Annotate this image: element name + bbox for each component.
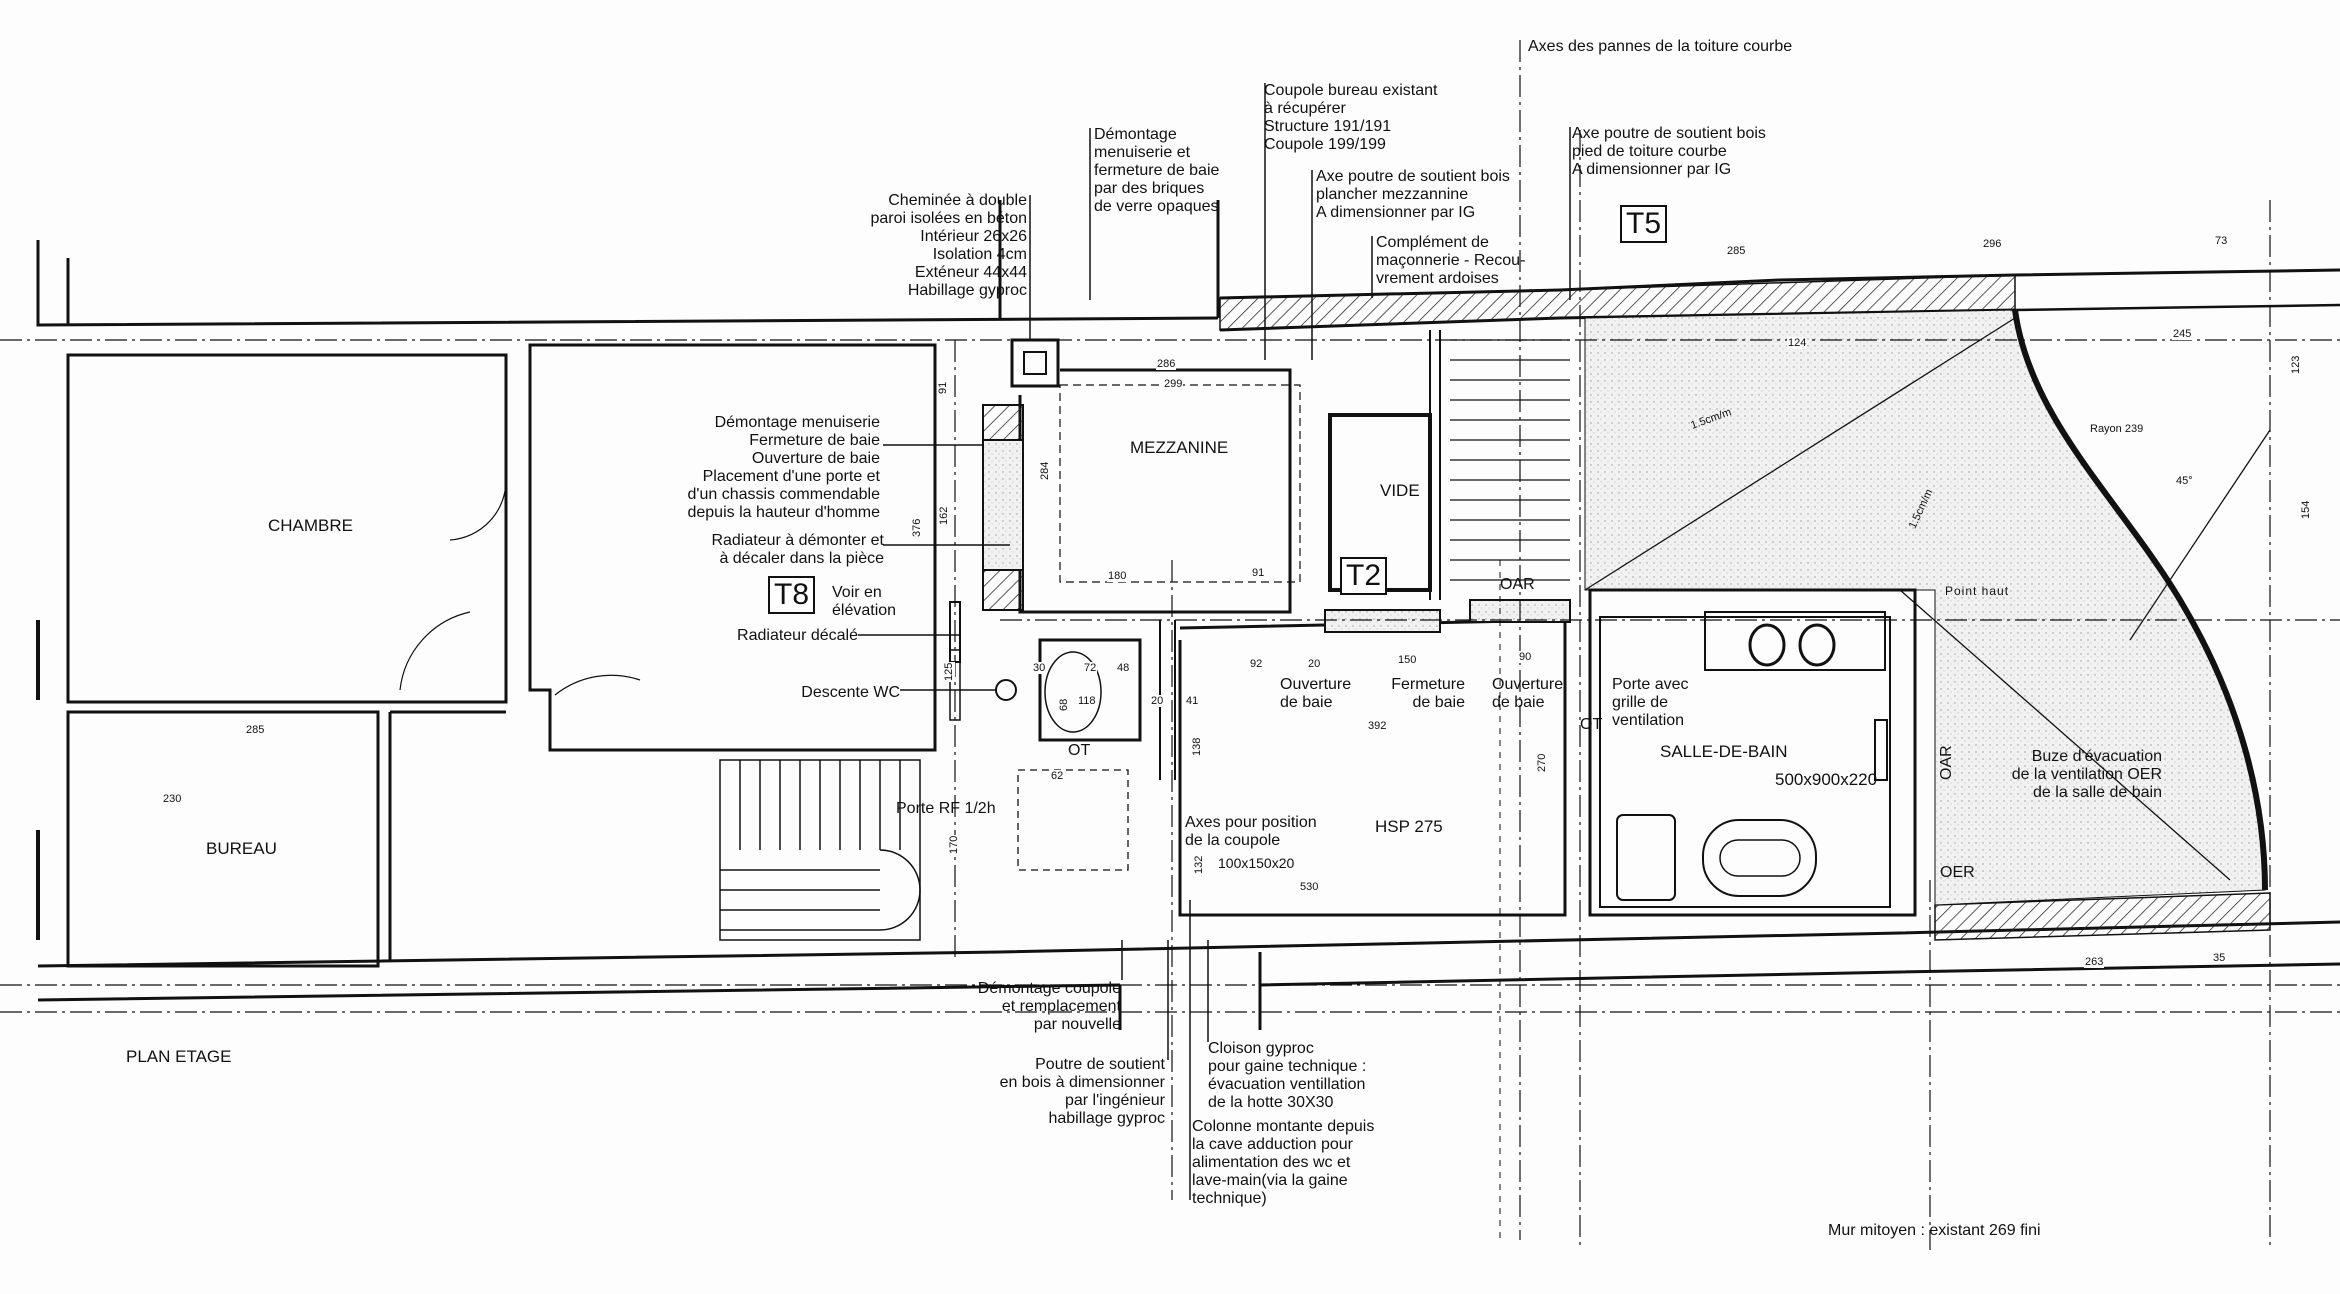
- bureau-walls: [66, 710, 380, 968]
- dim: 91: [937, 380, 949, 395]
- dim: 286: [1156, 358, 1177, 370]
- room-label-mezzanine: MEZZANINE: [1130, 438, 1229, 457]
- note-axes-coupole: Axes pour position de la coupole: [1185, 814, 1317, 849]
- tag-t8: T8: [768, 576, 816, 614]
- note-axe-poutre-mezz: Axe poutre de soutient bois plancher mez…: [1316, 168, 1510, 221]
- note-axe-poutre-pied: Axe poutre de soutient bois pied de toit…: [1572, 125, 1766, 178]
- note-rayon: Rayon 239: [2090, 423, 2144, 435]
- bureau-height: 230: [162, 793, 183, 805]
- note-fermeture-baie: Fermeture de baie: [1391, 676, 1465, 711]
- plan-title: PLAN ETAGE: [126, 1047, 232, 1066]
- dim: 92: [1249, 658, 1264, 670]
- note-descente-wc: Descente WC: [801, 684, 900, 701]
- shower-tray: [1616, 814, 1676, 901]
- room-label-hsp: HSP 275: [1375, 817, 1443, 836]
- note-cloison-gyproc: Cloison gyproc pour gaine technique : év…: [1208, 1040, 1367, 1111]
- note-oar-side: OAR: [1938, 745, 1955, 780]
- note-colonne-montante: Colonne montante depuis la cave adductio…: [1192, 1118, 1375, 1207]
- staircase: [719, 759, 921, 941]
- dim: 162: [938, 505, 950, 526]
- note-angle: 45°: [2176, 475, 2193, 487]
- note-porte-grille: Porte avec grille de ventilation: [1612, 676, 1689, 729]
- bathtub: [1702, 819, 1817, 897]
- note-demontage-menuiserie: Démontage menuiserie Fermeture de baie O…: [687, 414, 880, 521]
- bureau-width: 285: [245, 724, 266, 736]
- note-radiateur-demonter: Radiateur à démonter et à décaler dans l…: [711, 532, 884, 567]
- dim: 73: [2214, 235, 2229, 247]
- leader-lines: [858, 83, 1571, 1200]
- dim: 124: [1787, 337, 1808, 349]
- dim: 90: [1518, 651, 1533, 663]
- dim: 132: [1193, 854, 1205, 875]
- note-ot-2: OT: [1580, 716, 1603, 733]
- dim: 125: [943, 661, 955, 682]
- dim: 138: [1191, 736, 1203, 757]
- note-radiateur-decale: Radiateur décalé: [737, 627, 858, 644]
- dim: 35: [2212, 952, 2227, 964]
- dim: 263: [2084, 956, 2105, 968]
- dim: 285: [1726, 245, 1747, 257]
- dim: 245: [2172, 328, 2193, 340]
- room-label-chambre: CHAMBRE: [268, 516, 354, 535]
- dim: 150: [1397, 654, 1418, 666]
- note-mur-mitoyen: Mur mitoyen : existant 269 fini: [1828, 1222, 2041, 1239]
- room-label-salle-de-bain: SALLE-DE-BAIN: [1660, 742, 1788, 761]
- dim: 154: [2300, 499, 2312, 520]
- note-oar-top: OAR: [1500, 576, 1535, 593]
- coupole-size: 100x150x20: [1218, 855, 1295, 871]
- dim: 68: [1058, 697, 1070, 712]
- dim: 20: [1307, 658, 1322, 670]
- note-ouverture-baie-2: Ouverture de baie: [1492, 676, 1564, 711]
- double-sink: [1704, 611, 1886, 671]
- dim: 392: [1367, 720, 1388, 732]
- note-oer: OER: [1940, 864, 1975, 881]
- note-porte-rf: Porte RF 1/2h: [896, 800, 996, 817]
- chambre-walls: [66, 353, 508, 704]
- dim: 41: [1185, 695, 1200, 707]
- bottom-wall: [37, 892, 2340, 1030]
- room-label-vide: VIDE: [1380, 481, 1420, 500]
- roof-slats: [1450, 339, 1570, 581]
- dim: 20: [1150, 695, 1165, 707]
- dim: 530: [1299, 881, 1320, 893]
- axis-lines: [0, 40, 2340, 1250]
- dim: 118: [1077, 695, 1097, 707]
- dim: 296: [1982, 238, 2003, 250]
- middle-room-walls: [528, 343, 937, 752]
- dim: 170: [948, 834, 960, 855]
- dim: 30: [1032, 662, 1047, 674]
- note-point-haut: Point haut: [1945, 584, 2010, 598]
- note-poutre-soutient: Poutre de soutient en bois à dimensionne…: [999, 1056, 1165, 1127]
- dim: 284: [1039, 460, 1051, 481]
- dim: 62: [1050, 770, 1065, 782]
- dim: 123: [2290, 354, 2302, 375]
- dim: 48: [1116, 662, 1131, 674]
- dim: 180: [1107, 570, 1128, 582]
- note-ouverture-baie-1: Ouverture de baie: [1280, 676, 1352, 711]
- chimney: [1010, 338, 1060, 388]
- note-demontage-verre: Démontage menuiserie et fermeture de bai…: [1094, 126, 1220, 215]
- note-complement: Complément de maçonnerie - Recou- vremen…: [1376, 234, 1526, 287]
- note-buze: Buze d'évacuation de la ventilation OER …: [2011, 748, 2162, 801]
- note-voir-elevation: Voir en élévation: [832, 584, 897, 619]
- room-label-bureau: BUREAU: [206, 839, 277, 858]
- dim: 299: [1163, 378, 1184, 390]
- note-ot-1: OT: [1068, 742, 1091, 759]
- dim: 270: [1536, 752, 1548, 773]
- note-coupole-bureau: Coupole bureau existant à récupérer Stru…: [1264, 82, 1438, 153]
- tag-t2: T2: [1340, 557, 1388, 595]
- salle-de-bain-walls: [1588, 588, 1917, 917]
- radiator-size: 500x900x220: [1775, 770, 1878, 789]
- note-axes-pannes: Axes des pannes de la toiture courbe: [1528, 38, 1793, 55]
- dim: 91: [1251, 567, 1266, 579]
- note-cheminee: Cheminée à double paroi isolées en béton…: [870, 192, 1027, 299]
- dim: 376: [911, 517, 923, 538]
- note-demontage-coupole: Démontage coupole et remplacement par no…: [977, 980, 1121, 1033]
- tag-t5: T5: [1620, 205, 1668, 243]
- dim: 72: [1083, 662, 1098, 674]
